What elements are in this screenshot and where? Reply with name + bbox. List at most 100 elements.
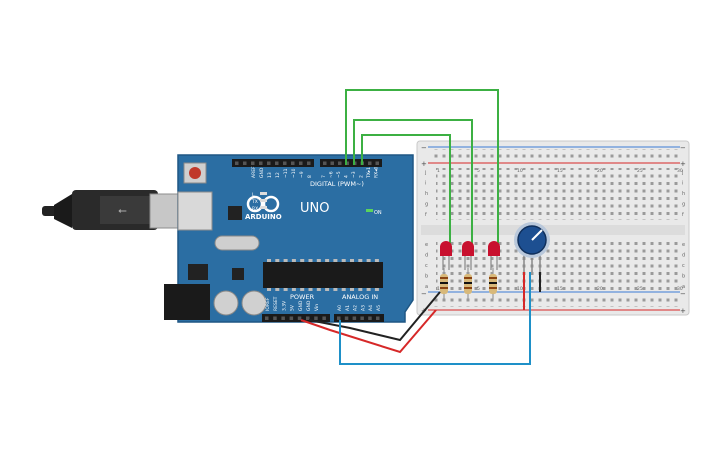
header-pin-hole[interactable] (337, 316, 341, 321)
resistor-1[interactable] (440, 268, 448, 300)
header-pin-hole[interactable] (360, 316, 364, 321)
wire-green-1[interactable] (345, 89, 499, 245)
wire-gnd-black[interactable] (308, 291, 441, 342)
header-pin-hole[interactable] (345, 161, 350, 166)
wire-5v-red[interactable] (300, 309, 437, 354)
resistor-2-band-1 (464, 277, 472, 279)
lower-terminal-holes (436, 240, 682, 292)
power-pin-label: 3.3V (281, 300, 287, 311)
capacitor-2 (241, 290, 267, 316)
chip-pin (300, 288, 305, 291)
header-pin-hole[interactable] (297, 316, 302, 321)
status-led-label: TX (251, 199, 258, 205)
column-number: 30 (677, 286, 683, 292)
rail-label: + (680, 307, 686, 315)
wire-green-2[interactable] (353, 119, 473, 245)
header-pin-hole[interactable] (344, 316, 349, 321)
header-pin-hole[interactable] (322, 316, 326, 321)
header-pin-hole[interactable] (338, 161, 342, 166)
header-pin-hole[interactable] (251, 161, 255, 166)
row-letter: g (682, 202, 685, 208)
red-leds[interactable] (440, 241, 500, 270)
header-pin-hole[interactable] (299, 161, 303, 166)
aref-label: GND (259, 167, 265, 178)
header-pin-hole[interactable] (273, 316, 277, 321)
wire-green-3[interactable] (361, 134, 451, 245)
wire-a0-blue[interactable] (339, 272, 531, 365)
reset-button-cap[interactable] (189, 167, 201, 179)
led-3[interactable] (488, 241, 500, 270)
led-3-body (488, 241, 500, 256)
resistors[interactable] (440, 268, 497, 300)
header-pin-hole[interactable] (306, 316, 310, 321)
digital-pin-label: ~5 (336, 171, 342, 178)
column-number: 25 (637, 286, 643, 292)
header-pin-hole[interactable] (376, 316, 380, 321)
resistor-2-band-3 (464, 287, 472, 289)
chip-pin (333, 288, 338, 291)
chip-pin (374, 288, 379, 291)
digital-pin-label: ~3 (351, 171, 357, 178)
header-pin-hole[interactable] (243, 161, 247, 166)
header-pin-hole[interactable] (314, 316, 318, 321)
header-pin-hole[interactable] (281, 316, 285, 321)
header-pin-hole[interactable] (283, 161, 287, 166)
row-letter: j (424, 170, 426, 176)
digital-pin-label: ~9 (299, 171, 305, 178)
row-letter: d (425, 253, 428, 259)
rail-label: + (680, 160, 686, 168)
header-pin-hole[interactable] (265, 316, 269, 321)
resistor-2[interactable] (464, 268, 472, 300)
green-wires[interactable] (345, 89, 499, 245)
header-pin-hole[interactable] (235, 161, 239, 166)
analog-header-label: ANALOG IN (342, 293, 378, 301)
digital-pin-label: 13 (267, 172, 273, 178)
small-chip (232, 268, 244, 280)
row-letter: i (682, 181, 683, 187)
header-pin-hole[interactable] (368, 316, 372, 321)
potentiometer[interactable] (514, 222, 550, 272)
header-pin-hole[interactable] (307, 161, 311, 166)
header-pin-hole[interactable] (330, 161, 335, 166)
chip-pin (283, 288, 288, 291)
resistor-3[interactable] (489, 268, 497, 300)
led-2[interactable] (462, 241, 474, 270)
header-pin-hole[interactable] (375, 161, 380, 166)
header-pin-hole[interactable] (275, 161, 279, 166)
header-pin-hole[interactable] (289, 316, 294, 321)
power-header-label: POWER (290, 293, 315, 301)
upper-terminal-holes (436, 168, 682, 220)
chip-pin (275, 259, 280, 262)
row-letter: a (682, 284, 685, 290)
column-number: 15 (557, 286, 563, 292)
digital-header-right (320, 159, 382, 167)
header-pin-hole[interactable] (267, 161, 271, 166)
status-led (260, 199, 267, 202)
chip-pin (308, 288, 313, 291)
chip-pin (358, 259, 363, 262)
arduino-uno-board[interactable]: ARDUINO UNO DIGITAL (PWM~) ANALOG IN POW… (164, 154, 414, 323)
column-number: 20 (597, 168, 603, 174)
power-wires[interactable] (300, 272, 531, 365)
led-1[interactable] (440, 241, 452, 270)
crystal-oscillator (214, 235, 260, 251)
chip-pin (358, 288, 363, 291)
header-pin-hole[interactable] (352, 316, 357, 321)
led-2-body (462, 241, 474, 256)
header-pin-hole[interactable] (368, 161, 372, 166)
digital-pin-label: TX▸1 (366, 167, 372, 179)
header-pin-hole[interactable] (291, 161, 295, 166)
usb-icon: ⭠ (118, 204, 127, 217)
chip-pin (308, 259, 313, 262)
column-number: 1 (437, 168, 440, 174)
digital-pin-label: 4 (344, 175, 350, 178)
chip-pin (291, 259, 296, 262)
row-letter: c (425, 263, 428, 269)
header-pin-hole[interactable] (323, 161, 327, 166)
row-letter: a (425, 284, 428, 290)
header-pin-hole[interactable] (259, 161, 263, 166)
